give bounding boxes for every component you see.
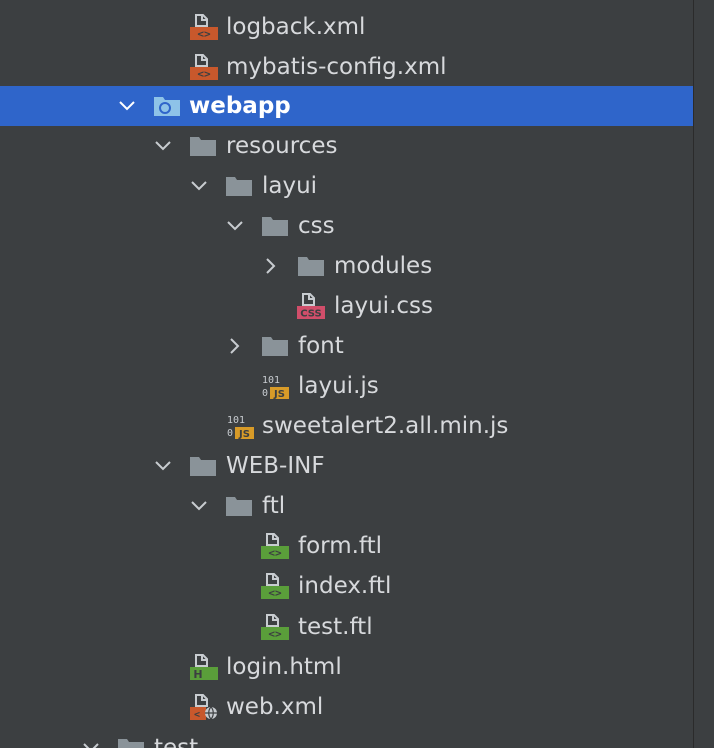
chevron-down-icon[interactable] [153,456,173,476]
tree-item-label: WEB-INF [226,453,325,479]
chevron-down-icon[interactable] [117,96,137,116]
chevron-down-icon[interactable] [189,496,209,516]
tree-item-label: test [154,735,199,748]
js-file-icon: 101 0 JS [226,413,254,440]
html-file-icon: H [190,654,218,681]
svg-text:0: 0 [227,428,233,439]
tree-item-test-folder[interactable]: test [0,728,694,748]
chevron-right-icon[interactable] [225,336,245,356]
svg-text:<>: <> [268,547,282,560]
folder-icon [261,213,289,239]
tree-item-label: login.html [226,654,342,680]
svg-text:0: 0 [262,388,268,399]
tree-item-logback-xml[interactable]: <> logback.xml [0,7,694,47]
tree-item-label: modules [334,253,433,279]
tree-item-label: web.xml [226,694,324,720]
folder-icon [225,173,253,199]
tree-item-label: webapp [189,93,291,119]
tree-item-label: sweetalert2.all.min.js [262,413,509,439]
web-folder-icon [153,93,181,119]
tree-item-form-ftl[interactable]: <> form.ftl [0,526,694,566]
tree-item-layui-js[interactable]: 101 0 JS layui.js [0,366,694,406]
tree-item-font-folder[interactable]: font [0,326,694,366]
tree-item-label: ftl [262,493,286,519]
tree-item-label: form.ftl [298,533,383,559]
tree-item-modules-folder[interactable]: modules [0,246,694,286]
xml-file-icon: <> [190,54,218,81]
tree-item-ftl-folder[interactable]: ftl [0,486,694,526]
tree-item-login-html[interactable]: H login.html [0,647,694,687]
svg-text:CSS: CSS [300,309,321,320]
svg-text:<: < [194,710,200,721]
tree-item-mybatis-config-xml[interactable]: <> mybatis-config.xml [0,47,694,87]
vertical-scrollbar[interactable] [693,0,714,748]
tree-item-index-ftl[interactable]: <> index.ftl [0,566,694,606]
chevron-down-icon[interactable] [153,136,173,156]
tree-item-label: css [298,213,335,239]
chevron-right-icon[interactable] [261,256,281,276]
css-file-icon: CSS [297,293,325,320]
ftl-file-icon: <> [261,533,289,560]
tree-item-label: layui [262,173,318,199]
svg-text:101: 101 [227,415,245,426]
folder-icon [117,735,145,748]
svg-text:<>: <> [268,587,282,600]
tree-item-label: index.ftl [298,573,392,599]
tree-item-label: layui.css [334,293,433,319]
svg-text:JS: JS [273,389,285,399]
svg-text:<>: <> [197,68,211,81]
tree-item-label: layui.js [298,373,379,399]
svg-text:H: H [193,668,202,680]
tree-item-label: font [298,333,344,359]
chevron-down-icon[interactable] [81,738,101,748]
tree-item-label: logback.xml [226,14,366,40]
tree-item-layui-folder[interactable]: layui [0,166,694,206]
tree-item-layui-css[interactable]: CSS layui.css [0,286,694,326]
ftl-file-icon: <> [261,573,289,600]
tree-item-label: mybatis-config.xml [226,54,447,80]
tree-item-test-ftl[interactable]: <> test.ftl [0,607,694,647]
project-tree: <> logback.xml <> mybatis-config.xml w [0,7,694,748]
folder-icon [189,453,217,479]
ftl-file-icon: <> [261,614,289,641]
tree-item-css-folder[interactable]: css [0,206,694,246]
tree-item-web-inf[interactable]: WEB-INF [0,446,694,486]
folder-icon [189,133,217,159]
tree-item-label: resources [226,133,338,159]
folder-icon [261,333,289,359]
svg-text:JS: JS [238,429,250,439]
folder-icon [297,253,325,279]
folder-icon [225,493,253,519]
xml-file-icon: <> [190,14,218,41]
svg-text:101: 101 [262,375,280,386]
tree-item-label: test.ftl [298,614,373,640]
web-xml-file-icon: < [190,694,218,721]
chevron-down-icon[interactable] [189,176,209,196]
tree-item-web-xml[interactable]: < web.xml [0,687,694,727]
chevron-down-icon[interactable] [225,216,245,236]
tree-item-webapp[interactable]: webapp [0,86,694,126]
svg-text:<>: <> [197,28,211,41]
svg-text:<>: <> [268,628,282,641]
tree-item-sweetalert2-js[interactable]: 101 0 JS sweetalert2.all.min.js [0,406,694,446]
tree-item-resources[interactable]: resources [0,126,694,166]
js-file-icon: 101 0 JS [261,373,289,400]
